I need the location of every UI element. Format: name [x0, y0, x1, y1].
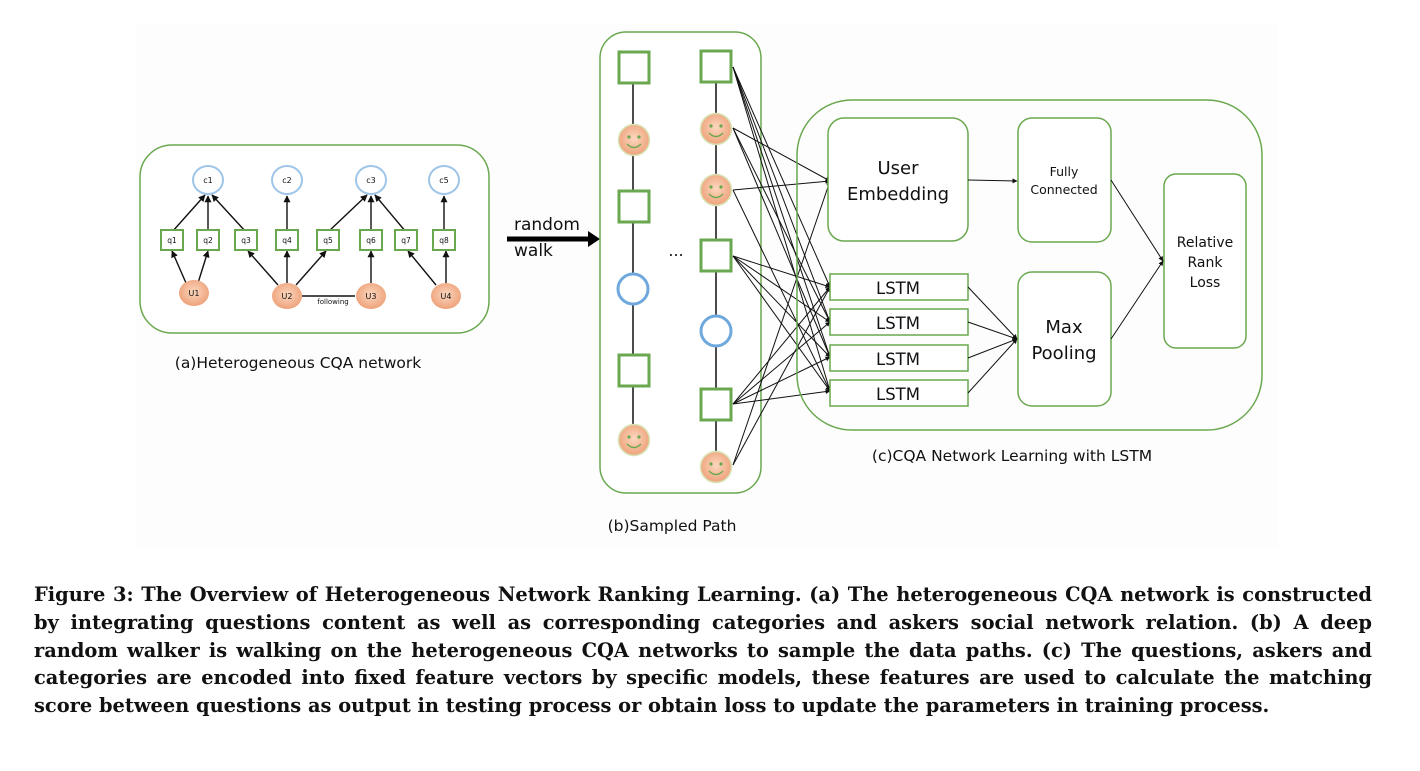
panel-b-caption: (b)Sampled Path	[608, 517, 737, 535]
question-q4-label: q4	[282, 236, 292, 245]
panel-a-heterogeneous-network: c1 c2 c3 c5 q1 q2 q3 q4 q5 q6 q7 q8	[139, 144, 490, 372]
lstm-label-3: LSTM	[876, 350, 920, 369]
panel-c-internal-arrows	[967, 178, 1164, 394]
lstm-box-4	[829, 379, 969, 407]
max-pooling-label-line2: Pooling	[1031, 343, 1096, 364]
user-u3-label: U3	[366, 292, 377, 301]
random-walk-line2: walk	[514, 241, 553, 261]
question-q8-label: q8	[439, 236, 449, 245]
question-q5-label: q5	[323, 236, 333, 245]
question-q3-label: q3	[241, 236, 251, 245]
lstm-box-3	[829, 344, 969, 372]
path2-question-node	[699, 238, 733, 273]
max-pooling-box	[1017, 271, 1112, 407]
panel-a-caption: (a)Heterogeneous CQA network	[175, 354, 421, 372]
user-u1-label: U1	[189, 289, 200, 298]
overview-figure: c1 c2 c3 c5 q1 q2 q3 q4 q5 q6 q7 q8	[139, 31, 1263, 535]
user-embedding-label-line1: User	[877, 158, 919, 179]
path1-question-node	[617, 353, 651, 388]
figure-caption: Figure 3: The Overview of Heterogeneous …	[34, 583, 1372, 718]
fully-connected-box	[1017, 117, 1112, 243]
path2-category-node	[699, 314, 733, 348]
path2-user-node	[699, 112, 733, 146]
path-to-model-connections	[732, 66, 832, 466]
user-u4-label: U4	[441, 292, 452, 301]
user-question-edges	[171, 250, 450, 297]
lstm-label-1: LSTM	[876, 279, 920, 298]
path-ellipsis: ...	[668, 241, 683, 260]
category-c2-label: c2	[282, 176, 292, 185]
fully-connected-label-line2: Connected	[1030, 182, 1097, 197]
question-q7-label: q7	[401, 236, 411, 245]
path2-user-node	[699, 173, 733, 207]
user-u2-label: U2	[282, 292, 293, 301]
panel-c-network-learning: User Embedding Fully Connected LSTM LSTM…	[796, 99, 1263, 465]
lstm-box-1	[829, 273, 969, 301]
relative-rank-loss-line2: Rank	[1188, 255, 1224, 271]
lstm-label-4: LSTM	[876, 385, 920, 404]
panel-b-frame	[599, 31, 762, 494]
path1-category-node	[616, 272, 650, 306]
relative-rank-loss-line1: Relative	[1177, 235, 1233, 251]
question-q1-label: q1	[167, 236, 177, 245]
question-q6-label: q6	[366, 236, 376, 245]
path2-question-node	[699, 387, 733, 422]
relative-rank-loss-line3: Loss	[1190, 275, 1221, 291]
random-walk-line1: random	[514, 215, 580, 235]
max-pooling-label-line1: Max	[1045, 317, 1083, 338]
category-c3-label: c3	[366, 176, 376, 185]
question-q2-label: q2	[203, 236, 213, 245]
question-nodes: q1 q2 q3 q4 q5 q6 q7 q8	[160, 229, 456, 251]
lstm-label-2: LSTM	[876, 314, 920, 333]
user-embedding-box	[827, 117, 969, 242]
category-nodes: c1 c2 c3 c5	[192, 165, 460, 195]
category-c5-label: c5	[439, 176, 449, 185]
panel-c-frame	[796, 99, 1263, 431]
relative-rank-loss-box	[1163, 173, 1247, 349]
user-nodes: U1 U2 U3 U4 following	[179, 280, 461, 309]
user-embedding-label-line2: Embedding	[847, 184, 949, 205]
following-label: following	[317, 298, 348, 306]
panel-c-caption: (c)CQA Network Learning with LSTM	[872, 447, 1152, 465]
panel-a-frame	[139, 144, 490, 334]
path1-question-node	[617, 50, 651, 85]
question-category-edges	[171, 194, 448, 233]
path1-question-node	[617, 189, 651, 224]
fully-connected-label-line1: Fully	[1050, 164, 1079, 179]
path2-user-node	[699, 450, 733, 484]
path1-user-node	[617, 123, 651, 157]
category-c1-label: c1	[203, 176, 213, 185]
path1-user-node	[617, 423, 651, 457]
panel-b-sampled-path: ... (b)Sampled Path	[599, 31, 762, 535]
random-walk-arrow: random walk	[507, 215, 600, 261]
path2-question-node	[699, 49, 733, 84]
